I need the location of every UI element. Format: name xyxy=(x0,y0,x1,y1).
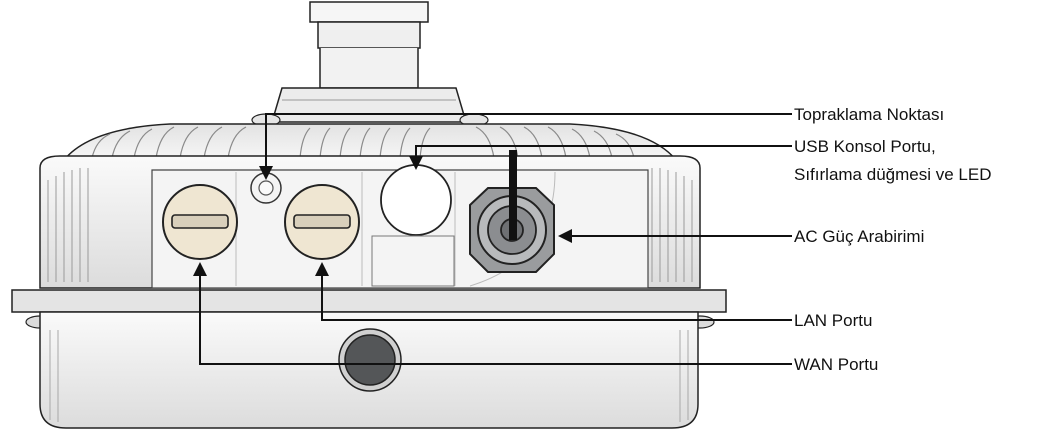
grounding-arrowhead xyxy=(259,166,273,180)
usb-console-cover xyxy=(371,164,455,287)
wan-arrowhead xyxy=(193,262,207,276)
lan-port-cap xyxy=(284,184,360,260)
vent-plug xyxy=(338,328,402,392)
label-grounding-point: Topraklama Noktası xyxy=(794,105,944,124)
label-lan-port: LAN Portu xyxy=(794,311,872,330)
heatsink-dome xyxy=(62,123,678,161)
usb-arrowhead xyxy=(409,156,423,170)
ac-arrowhead xyxy=(558,229,572,243)
callout-arrowheads xyxy=(193,156,572,276)
ac-power-connector xyxy=(469,150,555,273)
lan-arrowhead xyxy=(315,262,329,276)
label-ac-power: AC Güç Arabirimi xyxy=(794,227,924,246)
wan-port-cap xyxy=(162,184,238,260)
wan-callout-line xyxy=(199,270,792,365)
label-usb-console-line1: USB Konsol Portu, xyxy=(794,137,936,156)
lan-callout-line xyxy=(321,270,792,321)
label-wan-port: WAN Portu xyxy=(794,355,878,374)
label-usb-console-line2: Sıfırlama düğmesi ve LED xyxy=(794,165,991,184)
mounting-mast xyxy=(251,1,489,127)
grounding-callout-line xyxy=(265,113,792,172)
